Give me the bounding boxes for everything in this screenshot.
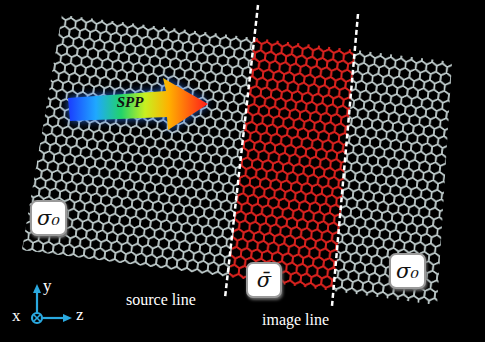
image-line	[332, 14, 358, 306]
conductivity-symbol: σ̄	[257, 270, 271, 291]
conductivity-box: σ₀	[389, 253, 426, 289]
boundary-label: image line	[262, 311, 329, 329]
conductivity-box: σ₀	[30, 200, 67, 236]
source-line	[225, 5, 258, 298]
graphene-region	[22, 15, 254, 277]
conductivity-symbol: σ₀	[37, 208, 60, 229]
spp-arrow-node: SPP	[62, 74, 212, 136]
conductivity-symbol: σ₀	[396, 261, 419, 282]
axis-label: x	[12, 306, 21, 326]
conductivity-box: σ̄	[246, 262, 282, 298]
boundary-label: source line	[126, 291, 196, 309]
arrow-label: SPP	[117, 94, 144, 111]
axis-label: y	[43, 276, 52, 296]
axis-triad	[32, 284, 72, 323]
axis-label: z	[76, 305, 84, 325]
